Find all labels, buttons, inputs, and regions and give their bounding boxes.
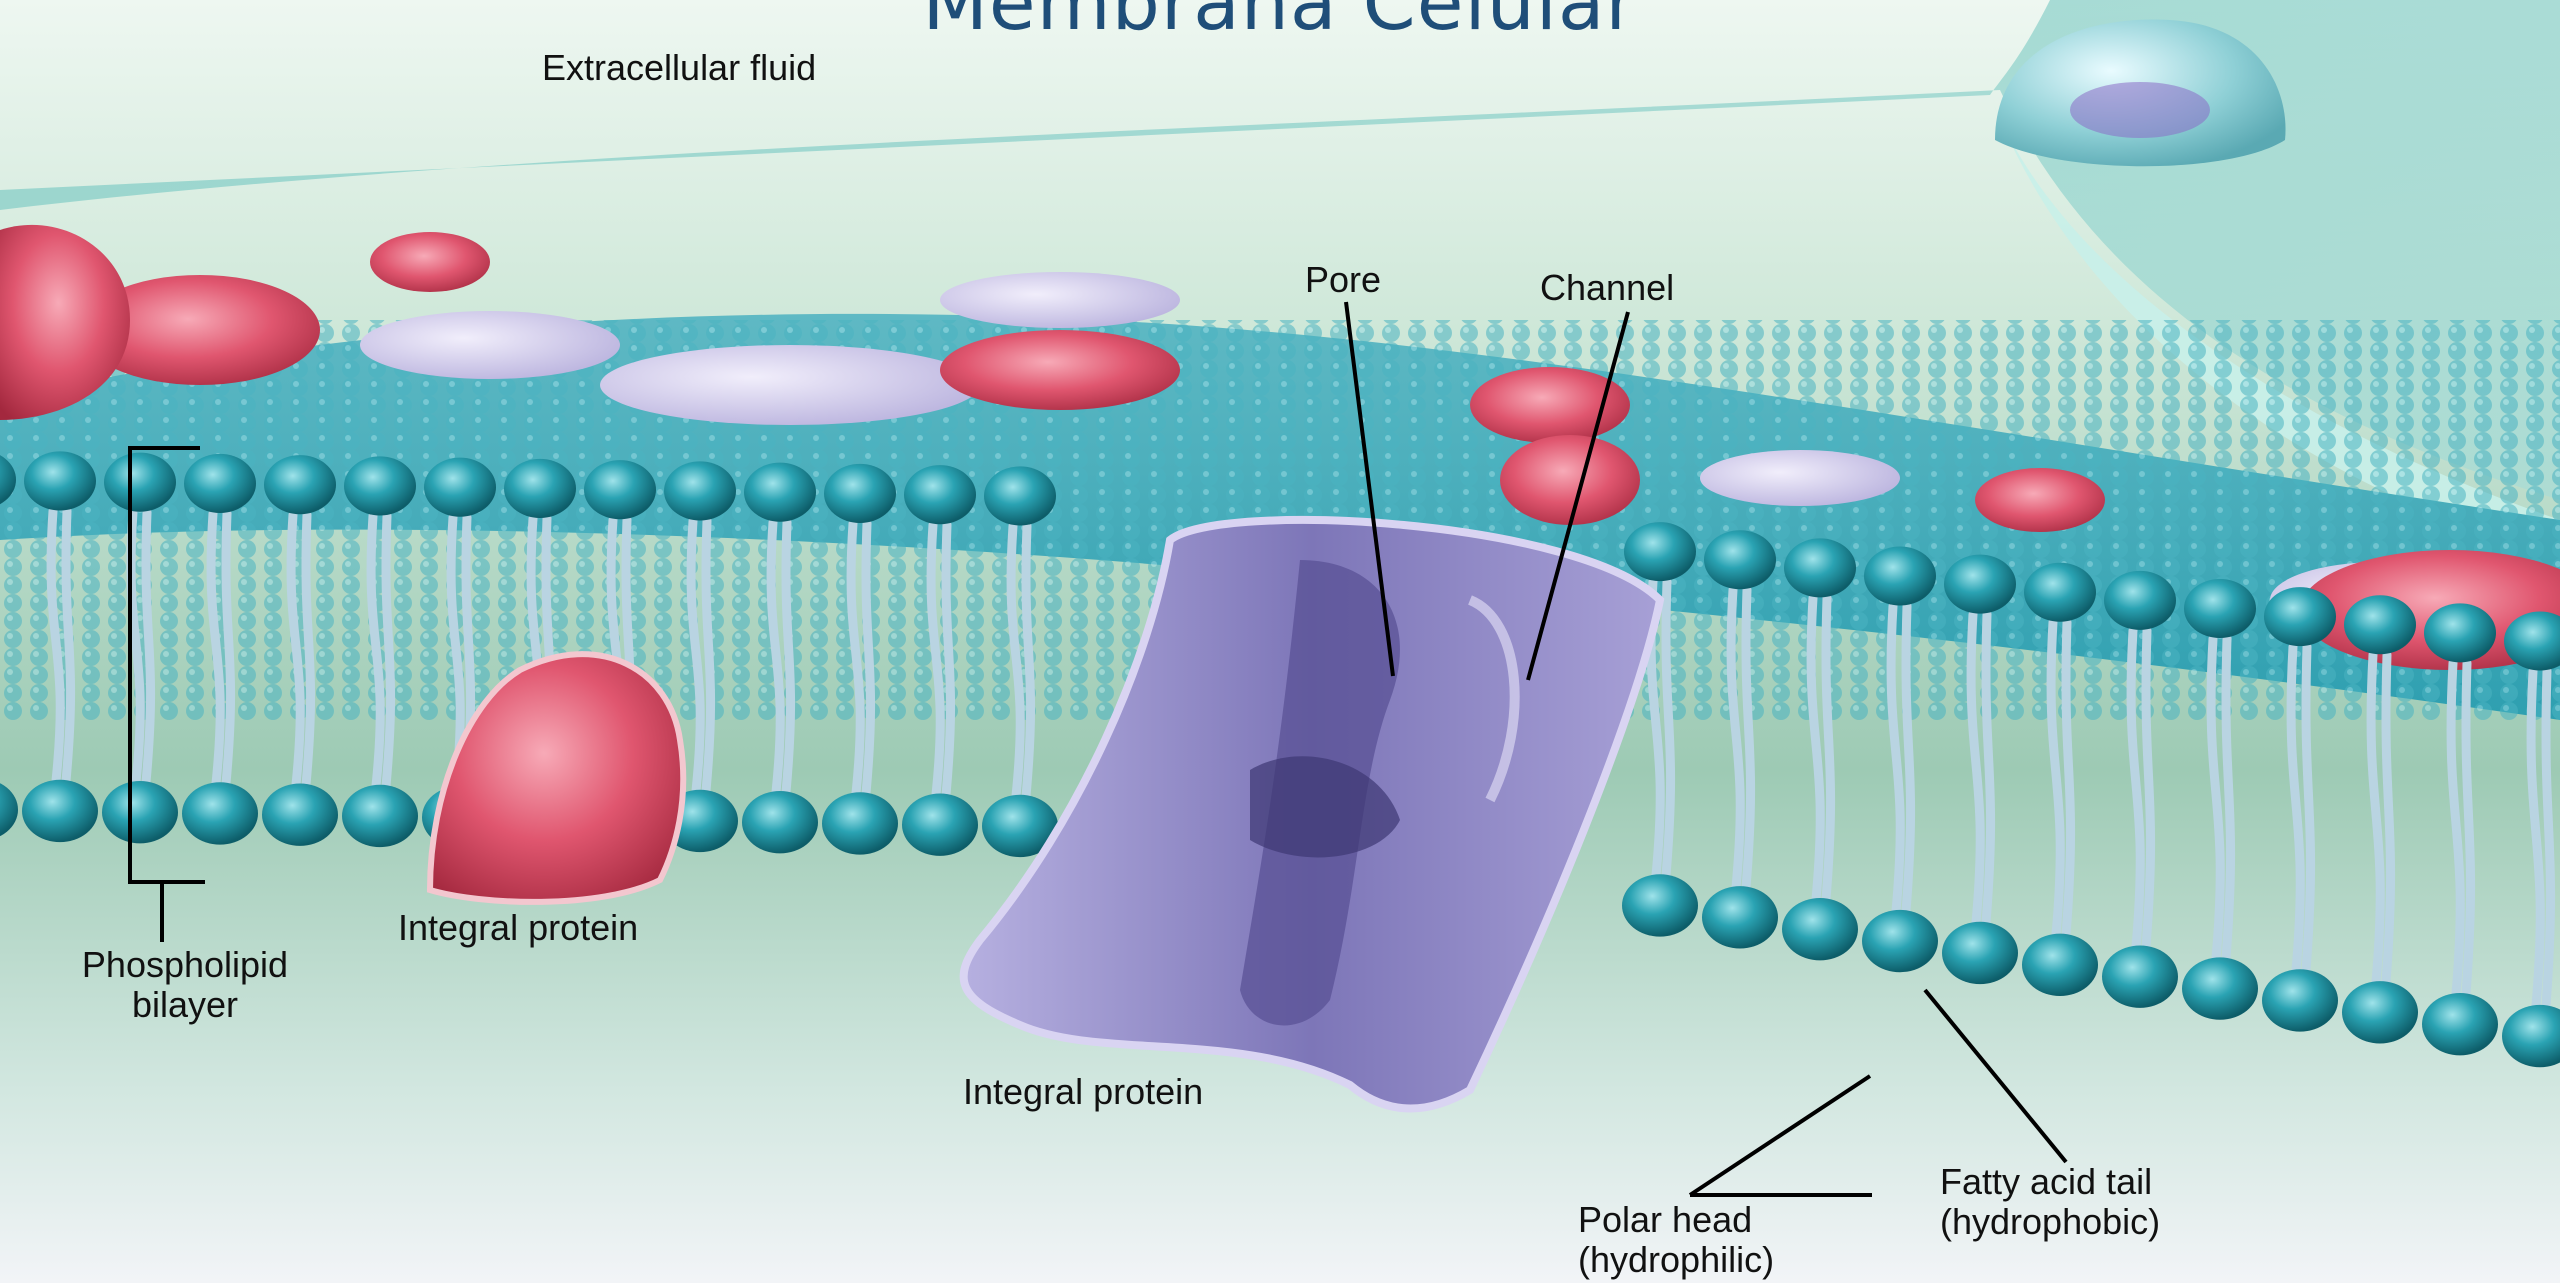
page-title: Membrana Celular [0,0,2560,47]
fatty-acid-tail-line2: (hydrophobic) [1940,1202,2160,1242]
polar-head-upper [24,451,96,510]
polar-head-upper [184,454,256,513]
polar-head-upper [2264,587,2336,646]
extracellular-fluid-label: Extracellular fluid [542,48,816,88]
polar-head-upper [504,459,576,518]
polar-head-upper [1704,530,1776,589]
polar-head-upper [1624,522,1696,581]
polar-head-upper [904,465,976,524]
polar-head-upper [584,460,656,519]
polar-head-lower [1862,910,1938,972]
polar-head-lower [2262,969,2338,1031]
polar-head-upper [2184,579,2256,638]
polar-head-upper [664,461,736,520]
polar-head-upper [104,453,176,512]
polar-head-lower [1782,898,1858,960]
polar-head-upper [2424,603,2496,662]
fatty-acid-tail-label: Fatty acid tail (hydrophobic) [1940,1162,2160,1242]
polar-head-line2: (hydrophilic) [1578,1240,1774,1280]
polar-head-upper [824,464,896,523]
polar-head-upper [1784,538,1856,597]
polar-head-label: Polar head (hydrophilic) [1578,1200,1774,1280]
polar-head-lower [182,782,258,844]
integral-protein-center-label: Integral protein [963,1072,1203,1112]
polar-head-upper [1944,555,2016,614]
polar-head-lower [822,792,898,854]
polar-head-lower [2182,957,2258,1019]
polar-head-lower [22,780,98,842]
integral-protein-left-label: Integral protein [398,908,638,948]
polar-head-lower [2022,934,2098,996]
phospholipid-bilayer-line1: Phospholipid [50,945,320,985]
polar-head-lower [2102,945,2178,1007]
polar-head-upper [984,466,1056,525]
polar-head-upper [744,463,816,522]
polar-head-lower [2422,993,2498,1055]
polar-head-line1: Polar head [1578,1200,1774,1240]
polar-head-upper [264,455,336,514]
polar-head-upper [2344,595,2416,654]
polar-head-lower [2342,981,2418,1043]
polar-head-upper [344,456,416,515]
polar-head-lower [1622,874,1698,936]
polar-head-lower [262,784,338,846]
pore-label: Pore [1305,260,1381,300]
phospholipid-bilayer-line2: bilayer [50,985,320,1025]
polar-head-upper [2024,563,2096,622]
polar-head-lower [1702,886,1778,948]
polar-head-lower [1942,922,2018,984]
polar-head-upper [1864,546,1936,605]
polar-head-upper [424,458,496,517]
polar-head-lower [902,794,978,856]
polar-head-lower [102,781,178,843]
phospholipid-bilayer-label: Phospholipid bilayer [50,945,320,1025]
polar-head-lower [342,785,418,847]
polar-head-upper [2104,571,2176,630]
fatty-acid-tail-line1: Fatty acid tail [1940,1162,2160,1202]
polar-head-lower [742,791,818,853]
channel-label: Channel [1540,268,1674,308]
